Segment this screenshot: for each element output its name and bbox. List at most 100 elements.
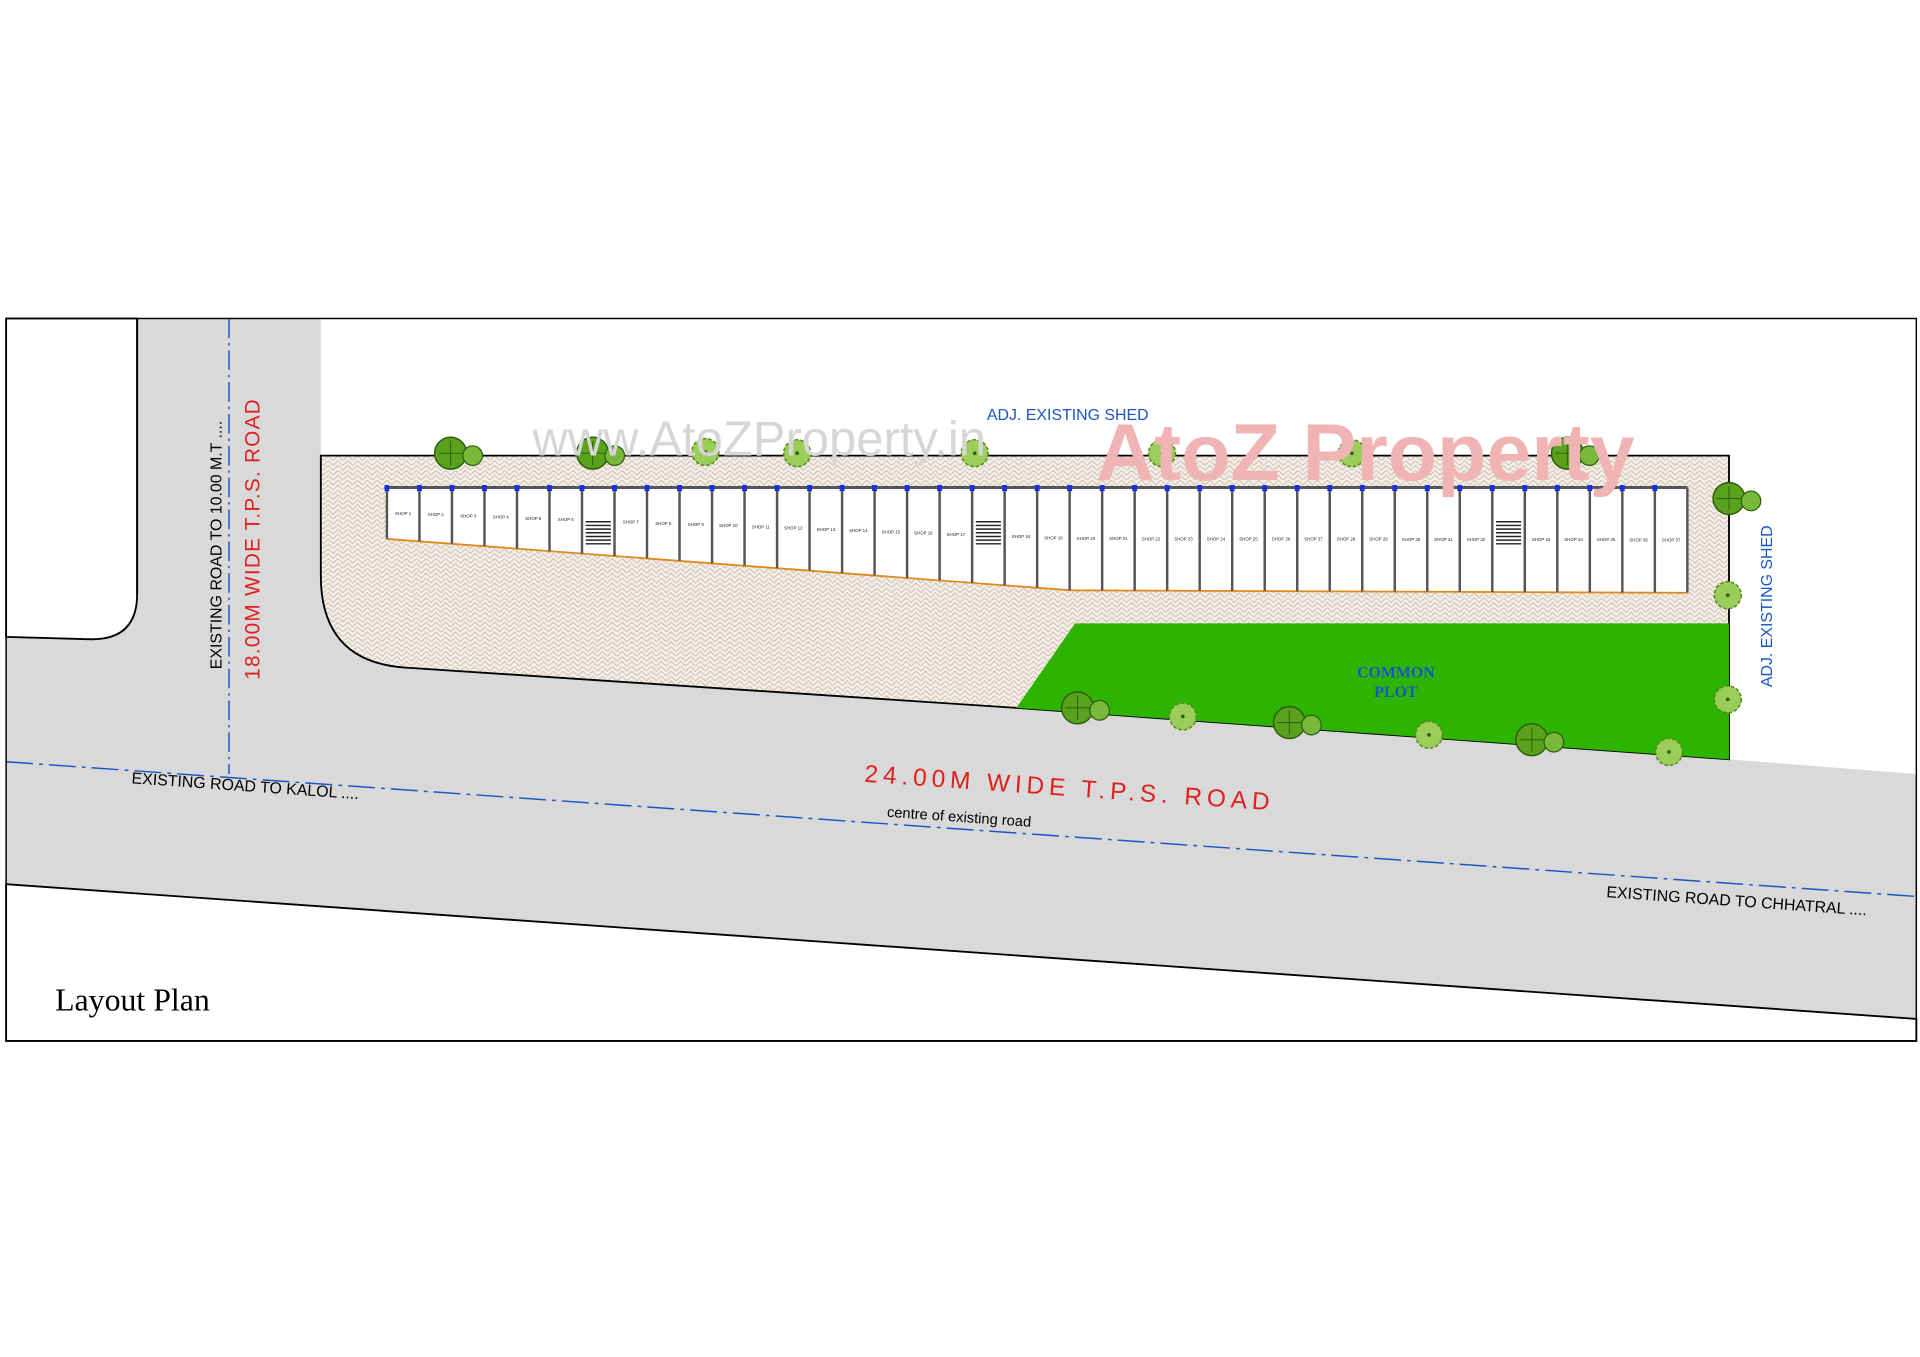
page-title: Layout Plan xyxy=(55,982,210,1017)
shop-label: SHOP 36 xyxy=(1629,537,1648,542)
shop-label: SHOP 15 xyxy=(882,529,901,534)
column xyxy=(1359,485,1365,492)
shop-label: SHOP 17 xyxy=(947,532,966,537)
column xyxy=(1294,485,1300,492)
centre-line-main xyxy=(6,761,1917,898)
shop-label: SHOP 24 xyxy=(1207,536,1226,541)
tree-icon xyxy=(1414,720,1444,750)
shop-label: SHOP 37 xyxy=(1662,537,1681,542)
shop-label: SHOP 33 xyxy=(1532,537,1551,542)
tree-icon xyxy=(1337,438,1367,468)
column xyxy=(1229,485,1235,492)
shop-label: SHOP 19 xyxy=(1044,535,1063,540)
tree-icon xyxy=(1713,685,1742,714)
tree-icon xyxy=(1168,702,1198,731)
watermark-url: www.AtoZProperty.in xyxy=(531,413,986,467)
column xyxy=(1424,485,1430,492)
shop-label: SHOP 20 xyxy=(1077,536,1096,541)
shop-label: SHOP 11 xyxy=(752,524,771,529)
column xyxy=(644,485,650,492)
tree-icon xyxy=(691,437,720,467)
column xyxy=(774,485,780,492)
label-adj-shed-right: ADJ. EXISTING SHED xyxy=(1759,525,1776,687)
tree-icon xyxy=(1712,481,1762,516)
tree-icon xyxy=(576,436,626,470)
shop-label: SHOP 16 xyxy=(914,531,933,536)
column xyxy=(384,485,390,492)
frame xyxy=(5,317,1918,1042)
column xyxy=(807,485,813,492)
shop-label: SHOP 34 xyxy=(1564,537,1583,542)
shop-label: SHOP 2 xyxy=(428,512,445,517)
column xyxy=(482,485,487,492)
shop-label: SHOP 21 xyxy=(1109,536,1128,541)
column xyxy=(1002,485,1008,492)
shop-label: SHOP 23 xyxy=(1174,536,1193,541)
column xyxy=(1619,485,1625,492)
tree-icon xyxy=(1713,581,1742,610)
shop-label: SHOP 9 xyxy=(688,522,705,527)
column xyxy=(612,485,617,492)
column xyxy=(449,485,455,492)
tree-icon xyxy=(782,438,812,468)
column xyxy=(1554,485,1560,492)
shop-label: SHOP 29 xyxy=(1369,537,1388,542)
label-road-18m: 18.00M WIDE T.P.S. ROAD xyxy=(242,398,265,680)
shop-label: SHOP 8 xyxy=(655,521,672,526)
column xyxy=(969,485,975,492)
tree-icon xyxy=(1272,705,1322,740)
shop-label: SHOP 10 xyxy=(719,523,738,528)
label-adj-shed-top: ADJ. EXISTING SHED xyxy=(987,407,1149,424)
top-land xyxy=(320,318,1917,775)
tree-icon xyxy=(1515,723,1565,757)
shop-label: SHOP 5 xyxy=(525,516,542,521)
shop-label: SHOP 4 xyxy=(493,515,510,520)
column xyxy=(1197,485,1203,492)
column xyxy=(904,485,910,492)
column xyxy=(677,485,682,492)
column xyxy=(1587,485,1593,492)
column xyxy=(417,485,422,492)
shop-label: SHOP 26 xyxy=(1272,537,1291,542)
column xyxy=(709,485,715,492)
shop-label: SHOP 12 xyxy=(784,526,803,531)
shop-label: SHOP 32 xyxy=(1467,537,1486,542)
column xyxy=(1164,485,1170,492)
tree-icon xyxy=(960,438,989,468)
column xyxy=(1034,485,1040,492)
label-common-plot-2: PLOT xyxy=(1374,684,1418,701)
tree-icon xyxy=(1147,438,1177,468)
shop-label: SHOP 35 xyxy=(1597,537,1616,542)
tree-icon xyxy=(1060,691,1110,725)
column xyxy=(1262,485,1268,492)
column xyxy=(1099,485,1105,492)
shop-label: SHOP 25 xyxy=(1239,536,1258,541)
column xyxy=(1067,485,1073,492)
shop-label: SHOP 7 xyxy=(623,520,640,525)
column xyxy=(1327,485,1333,492)
column xyxy=(1522,485,1528,492)
column xyxy=(937,485,943,492)
building-front-edge xyxy=(386,537,1688,594)
label-road-10m: EXISTING ROAD TO 10.00 M.T .... xyxy=(209,421,226,669)
top-left-block xyxy=(5,317,139,641)
shop-label: SHOP 27 xyxy=(1304,537,1323,542)
shop-label: SHOP 18 xyxy=(1012,534,1031,539)
common-plot xyxy=(1016,623,1729,760)
column xyxy=(547,485,552,492)
shop-label: SHOP 13 xyxy=(817,527,836,532)
shop-label: SHOP 30 xyxy=(1402,537,1421,542)
label-common-plot-1: COMMON xyxy=(1357,664,1435,681)
tree-icon xyxy=(1550,436,1600,470)
shop-label: SHOP 14 xyxy=(849,528,868,533)
tree-icon xyxy=(433,436,484,470)
column xyxy=(1652,485,1658,492)
shop-label: SHOP 22 xyxy=(1142,536,1161,541)
watermark-logo: AtoZ Property xyxy=(1096,408,1635,498)
column xyxy=(1489,485,1495,492)
column xyxy=(742,485,747,492)
tree-icon xyxy=(1654,737,1684,767)
column xyxy=(839,485,845,492)
shop-label: SHOP 1 xyxy=(395,511,412,516)
column xyxy=(1132,485,1138,492)
